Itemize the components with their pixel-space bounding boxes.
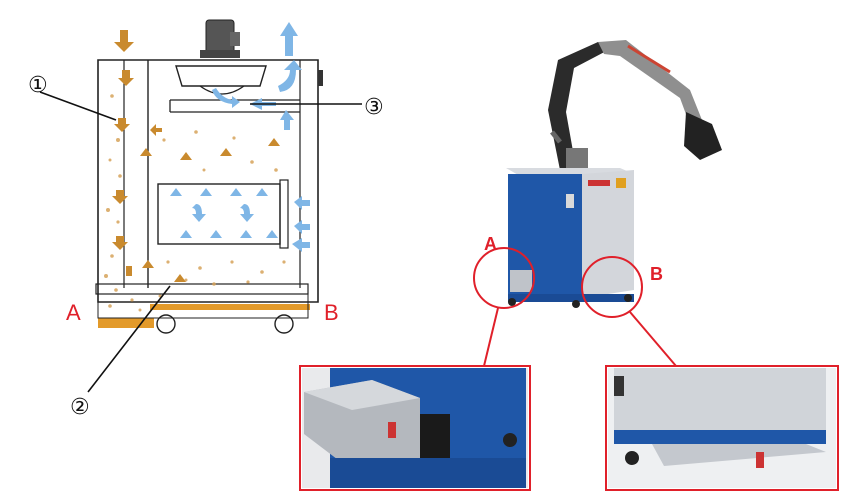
product-illustration: A B xyxy=(473,40,722,367)
motor-icon xyxy=(200,19,240,58)
extraction-arm xyxy=(548,40,722,170)
wheel-icon xyxy=(156,314,176,334)
cabinet-grey-panel xyxy=(582,170,634,298)
side-b-label: B xyxy=(324,300,339,325)
detail-box-b xyxy=(605,365,839,491)
callout-1-label: ① xyxy=(28,73,48,98)
dust-drawer-b xyxy=(652,444,826,466)
wheel-icon xyxy=(274,314,294,334)
callout-3-label: ③ xyxy=(364,95,384,120)
fan-housing xyxy=(175,65,267,87)
cross-section-diagram: ① ② ③ A B xyxy=(28,19,384,420)
highlight-circle-a xyxy=(473,247,535,309)
callout-2-leader xyxy=(87,285,171,393)
callout-2-label: ② xyxy=(70,395,90,420)
dust-tray-b xyxy=(150,304,310,310)
callout-1-leader xyxy=(39,91,117,121)
photo-side-b-label: B xyxy=(650,264,663,284)
dust-tray-a xyxy=(98,318,154,328)
side-a-label: A xyxy=(66,300,81,325)
dust-flow-arrows xyxy=(112,30,280,282)
detail-box-a xyxy=(299,365,531,491)
housing-outline xyxy=(97,59,319,303)
highlight-circle-b xyxy=(581,256,643,318)
photo-side-a-label: A xyxy=(484,234,497,254)
dust-particles xyxy=(104,94,286,312)
